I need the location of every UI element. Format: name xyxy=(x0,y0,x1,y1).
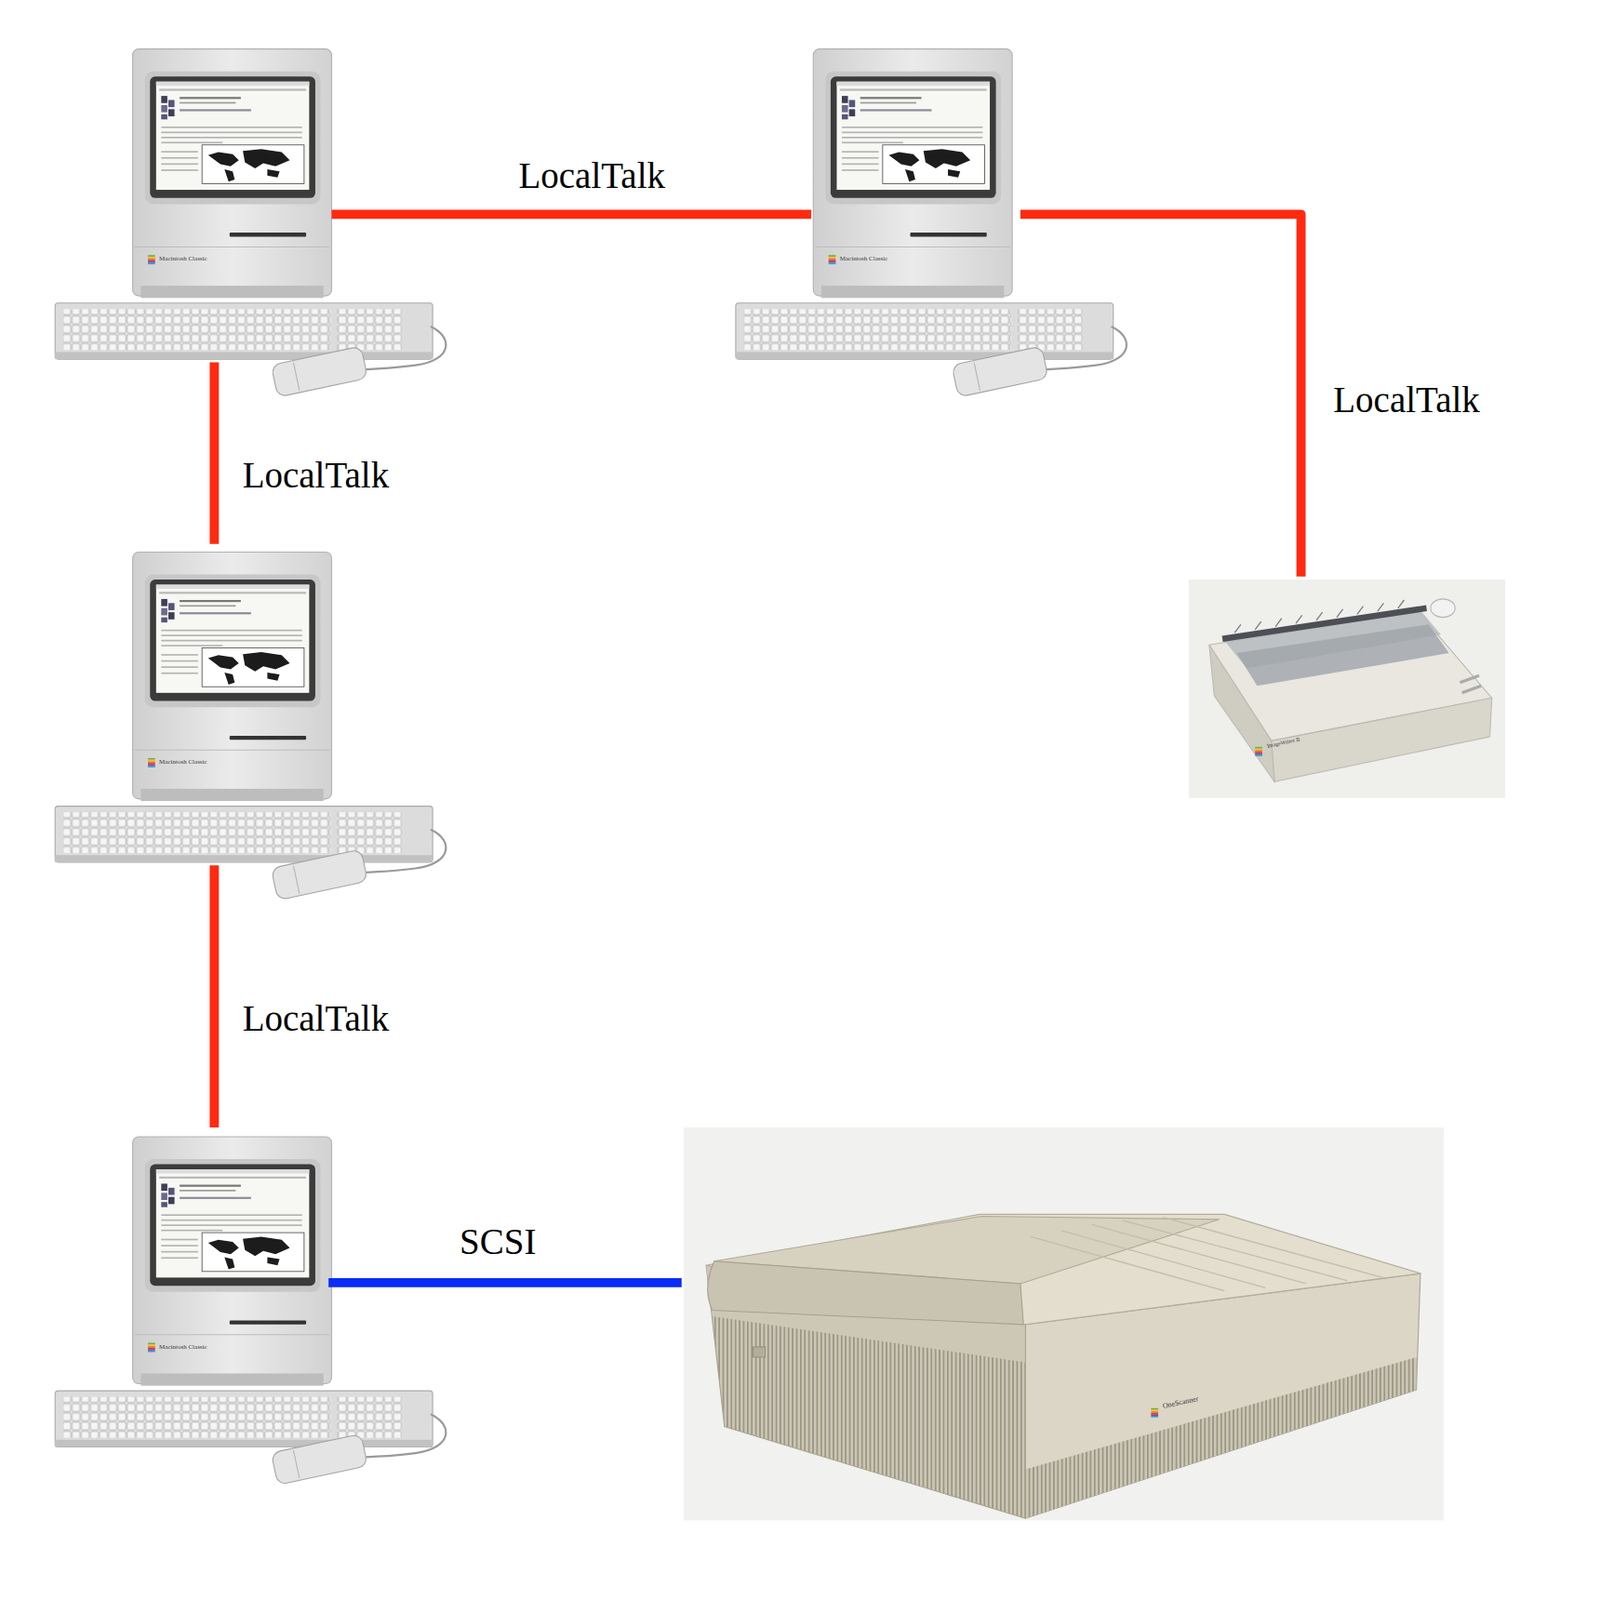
link-label: LocalTalk xyxy=(239,997,394,1040)
model-badge: Macintosh Classic xyxy=(159,759,208,766)
printer-picture xyxy=(1188,579,1506,799)
computer-node: Macintosh Classic xyxy=(53,551,434,893)
link-label: LocalTalk xyxy=(514,154,669,197)
link-label: SCSI xyxy=(455,1221,540,1264)
localtalk-cable xyxy=(1020,213,1302,576)
scanner-picture xyxy=(683,1127,1444,1520)
scanner-node: OneScanner xyxy=(683,1127,1444,1520)
scsi-cable xyxy=(328,1278,682,1288)
computer-node: Macintosh Classic xyxy=(733,49,1115,390)
localtalk-cable xyxy=(209,865,219,1128)
link-label: LocalTalk xyxy=(239,454,394,497)
model-badge: OneScanner xyxy=(1162,1395,1200,1411)
model-badge: Macintosh Classic xyxy=(840,255,889,263)
localtalk-cable xyxy=(209,361,219,544)
computer-node: Macintosh Classic xyxy=(53,49,434,390)
localtalk-cable xyxy=(331,209,812,219)
model-badge: ImageWriter II xyxy=(1266,735,1301,748)
model-badge: Macintosh Classic xyxy=(159,1344,208,1351)
link-label: LocalTalk xyxy=(1329,379,1484,422)
computer-node: Macintosh Classic xyxy=(53,1136,434,1478)
printer-node: ImageWriter II xyxy=(1188,579,1506,799)
model-badge: Macintosh Classic xyxy=(159,255,208,263)
